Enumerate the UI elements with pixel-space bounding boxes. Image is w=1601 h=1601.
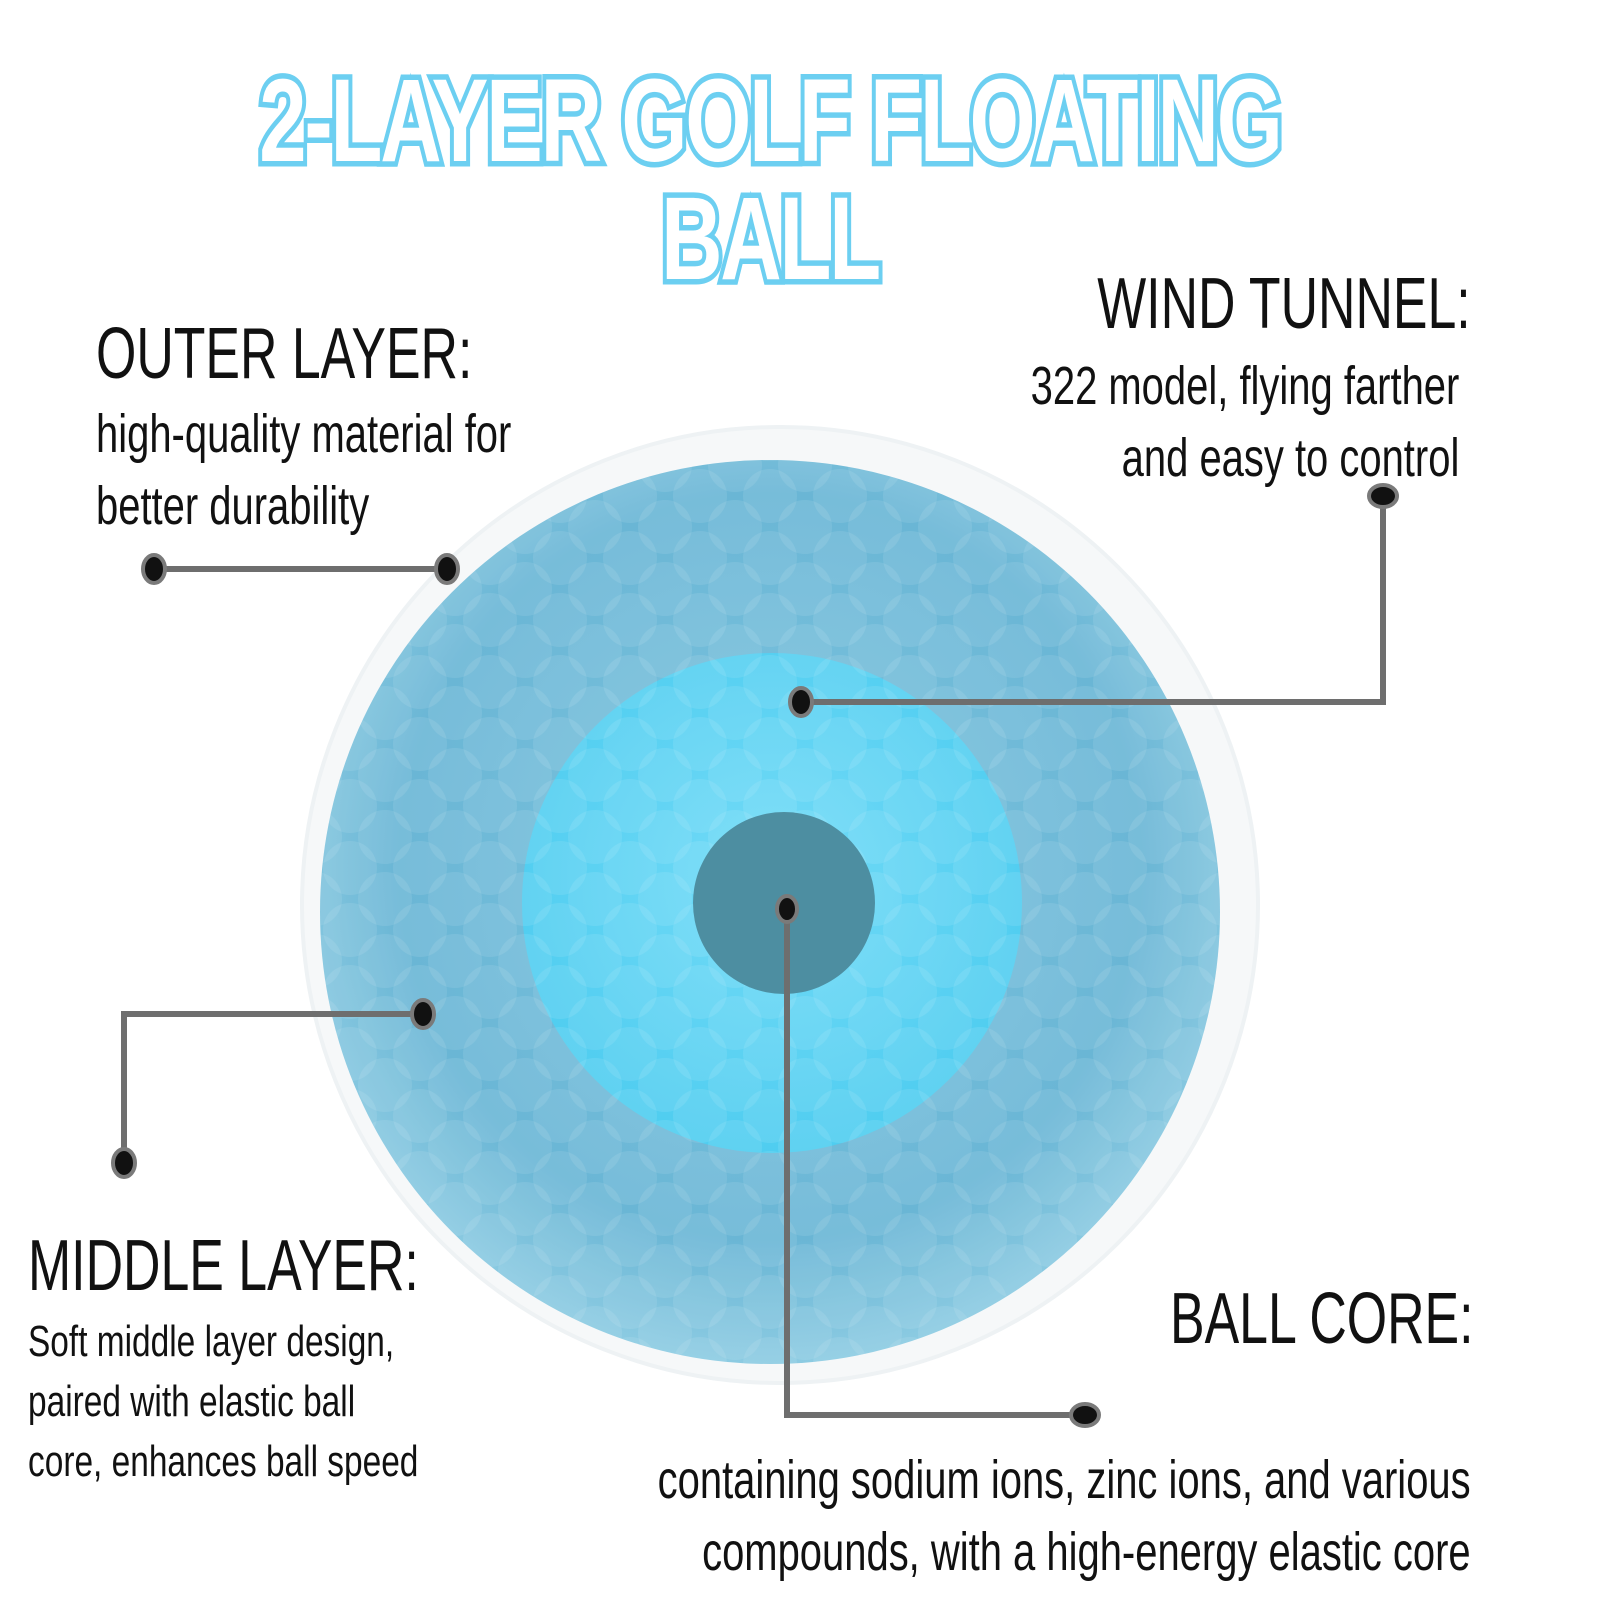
wind-tunnel-dot-ball <box>788 686 814 718</box>
middle-layer-line-2: paired with elastic ball <box>28 1377 356 1426</box>
outer-layer-line-1: high-quality material for <box>96 404 512 464</box>
wind-tunnel-description: 322 model, flying farther and easy to co… <box>1030 350 1459 494</box>
middle-layer-dot-bottom <box>111 1147 137 1179</box>
wind-tunnel-heading: WIND TUNNEL: <box>1097 264 1471 344</box>
middle-layer-heading: MIDDLE LAYER: <box>28 1226 419 1306</box>
leader-lines <box>121 496 1386 1418</box>
ball-core-heading: BALL CORE: <box>1169 1279 1473 1359</box>
middle-layer-line-1: Soft middle layer design, <box>28 1317 395 1366</box>
ball-core-line-1: containing sodium ions, zinc ions, and v… <box>658 1450 1471 1510</box>
ball-core-leader <box>784 909 1085 1418</box>
wind-tunnel-line-1: 322 model, flying farther <box>1030 356 1459 416</box>
middle-layer-leader <box>121 1011 423 1163</box>
outer-layer-dot-left <box>141 553 167 585</box>
outer-layer-description: high-quality material for better durabil… <box>96 398 511 542</box>
wind-tunnel-leader <box>801 496 1386 705</box>
outer-layer-heading: OUTER LAYER: <box>96 314 473 394</box>
page-title: 2-LAYER GOLF FLOATING BALL <box>255 55 1286 305</box>
ball-core-dot-center <box>775 894 799 924</box>
wind-tunnel-line-2: and easy to control <box>1121 428 1459 488</box>
ball-core-description: containing sodium ions, zinc ions, and v… <box>658 1444 1471 1588</box>
ball-core-dot-end <box>1069 1402 1101 1428</box>
middle-layer-dot-ball <box>410 998 436 1030</box>
outer-layer-line-2: better durability <box>96 476 370 536</box>
middle-layer-line-3: core, enhances ball speed <box>28 1437 419 1486</box>
wind-tunnel-dot-top <box>1367 483 1399 509</box>
middle-layer-description: Soft middle layer design, paired with el… <box>28 1312 418 1492</box>
ball-core-line-2: compounds, with a high-energy elastic co… <box>702 1522 1471 1582</box>
outer-layer-dot-right <box>434 553 460 585</box>
